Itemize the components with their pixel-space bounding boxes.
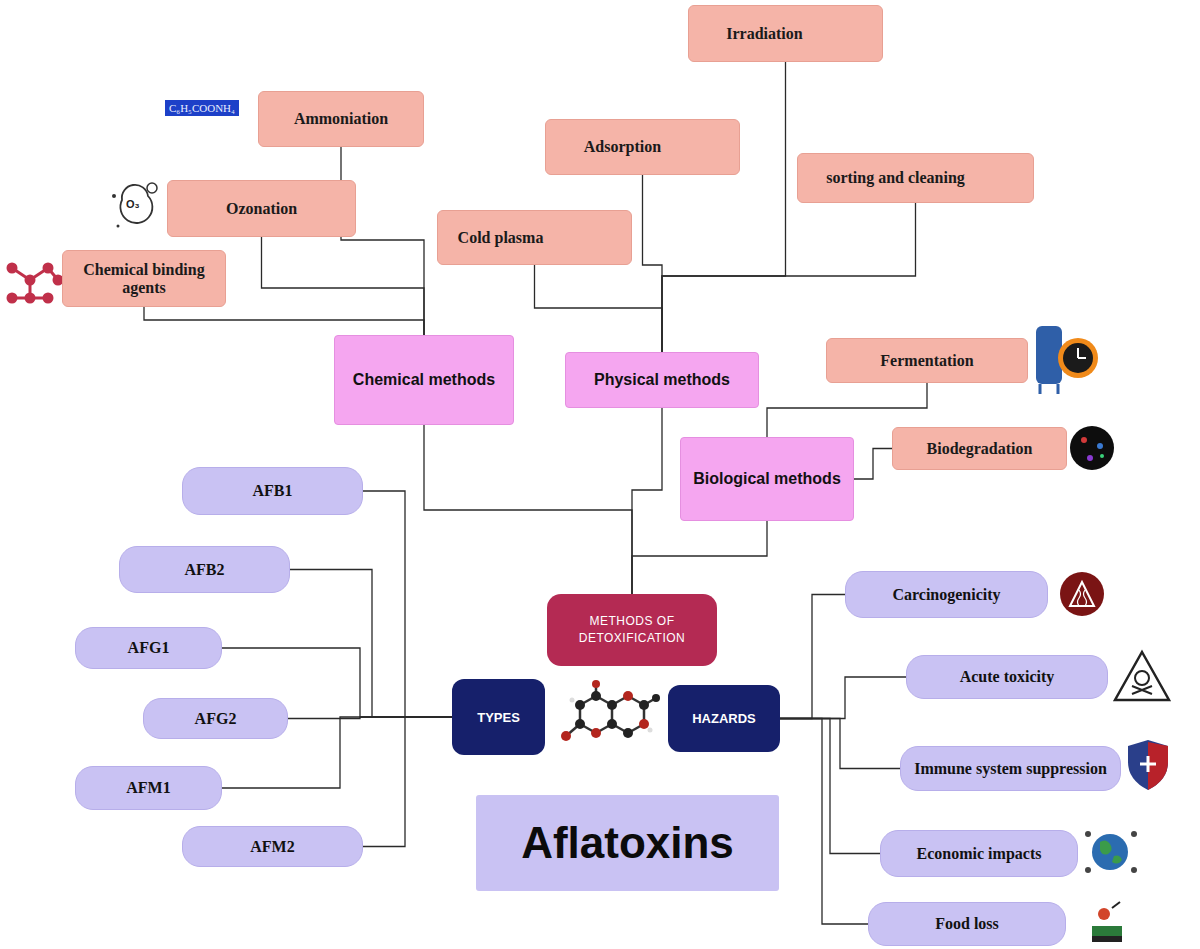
hazard-pill: Immune system suppression <box>900 746 1121 791</box>
connector <box>780 595 845 719</box>
node-text: Irradiation <box>726 25 802 43</box>
node-text: sorting and cleaning <box>826 169 965 187</box>
fermenter-icon <box>1036 326 1098 394</box>
connector <box>662 203 916 352</box>
node-text: Biodegradation <box>927 440 1033 458</box>
ozone-label: O₃ <box>126 198 140 210</box>
connector <box>854 449 892 480</box>
type-pill: AFM2 <box>182 826 363 867</box>
aflatoxin-molecule <box>561 680 660 741</box>
hazard-pill: Acute toxicity <box>906 655 1108 699</box>
connector <box>424 425 632 594</box>
connector <box>341 147 424 335</box>
node-text: AFG1 <box>128 639 170 657</box>
connector <box>780 719 868 925</box>
node-text: AFM2 <box>250 838 294 856</box>
node-text: Adsorption <box>584 138 661 156</box>
node-text: Fermentation <box>880 352 973 370</box>
ozone-icon <box>112 183 157 228</box>
hazard-pill: Carcinogenicity <box>845 571 1048 618</box>
method-box: Ozonation <box>167 180 356 237</box>
type-pill: AFM1 <box>75 766 222 810</box>
connector <box>780 719 880 854</box>
node-text: Physical methods <box>594 371 730 389</box>
type-pill: AFG1 <box>75 627 222 669</box>
node-text: Economic impacts <box>917 845 1042 863</box>
formula-label: C₆H₅COONH₄ <box>165 100 239 116</box>
connector <box>535 265 663 352</box>
connector <box>643 175 663 352</box>
category-box: Chemical methods <box>334 335 514 425</box>
node-text: AFB2 <box>185 561 225 579</box>
connector <box>662 62 786 352</box>
node-text: HAZARDS <box>692 711 756 726</box>
type-pill: AFB1 <box>182 467 363 515</box>
method-box: Fermentation <box>826 338 1028 383</box>
node-text: Biological methods <box>693 470 841 488</box>
food-loss-icon <box>1092 902 1122 942</box>
hazard-dna-icon <box>1060 572 1104 616</box>
node-text: AFG2 <box>195 710 237 728</box>
globe-icon <box>1085 831 1137 873</box>
method-box: Ammoniation <box>258 91 424 147</box>
method-box: Irradiation <box>688 5 883 62</box>
node-text: TYPES <box>477 710 520 725</box>
method-box: Biodegradation <box>892 427 1067 470</box>
node-text: Carcinogenicity <box>892 586 1000 604</box>
method-box: Chemical binding agents <box>62 250 226 307</box>
connector <box>780 719 900 769</box>
category-box: Physical methods <box>565 352 759 408</box>
node-text: Acute toxicity <box>960 668 1055 686</box>
root-box: METHODS OF DETOXIFICATION <box>547 594 717 666</box>
hazard-pill: Food loss <box>868 902 1066 946</box>
hub-box: TYPES <box>452 679 545 755</box>
type-pill: AFG2 <box>143 698 288 739</box>
node-text: METHODS OF DETOXIFICATION <box>561 613 703 647</box>
shield-icon <box>1128 740 1168 790</box>
connector <box>632 408 662 594</box>
node-text: Aflatoxins <box>521 818 734 868</box>
node-text: AFM1 <box>126 779 170 797</box>
connector <box>780 677 906 719</box>
node-text: Cold plasma <box>458 229 544 247</box>
node-text: Food loss <box>935 915 999 933</box>
hazard-pill: Economic impacts <box>880 830 1078 877</box>
connector <box>363 491 452 717</box>
type-pill: AFB2 <box>119 546 290 593</box>
node-text: Ozonation <box>226 200 297 218</box>
method-box: Cold plasma <box>437 210 632 265</box>
skull-icon <box>1115 652 1169 700</box>
title-box: Aflatoxins <box>476 795 779 891</box>
hub-box: HAZARDS <box>668 685 780 752</box>
method-box: sorting and cleaning <box>797 153 1034 203</box>
molecule-icon <box>8 264 62 302</box>
microbe-icon <box>1070 426 1114 470</box>
connector <box>144 307 424 335</box>
method-box: Adsorption <box>545 119 740 175</box>
node-text: Chemical methods <box>353 371 495 389</box>
connector <box>290 570 452 718</box>
node-text: Immune system suppression <box>914 760 1107 778</box>
node-text: AFB1 <box>253 482 293 500</box>
category-box: Biological methods <box>680 437 854 521</box>
connector <box>363 717 452 847</box>
connector <box>632 521 767 594</box>
node-text: Chemical binding agents <box>71 261 217 297</box>
node-text: Ammoniation <box>294 110 388 128</box>
